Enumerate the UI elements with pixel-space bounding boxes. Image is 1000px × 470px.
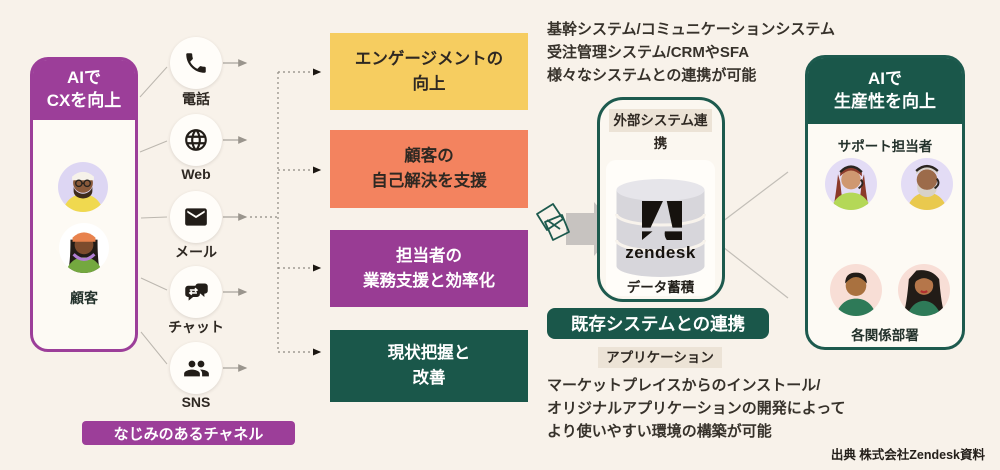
customer-panel-title-line1: AIで <box>67 68 101 88</box>
people-icon <box>183 360 209 376</box>
channels-caption-text: なじみのあるチャネル <box>113 425 264 443</box>
application-note: マーケットプレイスからのインストール/ オリジナルアプリケーションの開発によって… <box>547 374 846 443</box>
departments-label: 各関係部署 <box>851 328 919 343</box>
benefit-self-service-line2: 自己解決を支援 <box>371 172 487 190</box>
phone-icon <box>186 53 206 73</box>
application-note-line3: より使いやすい環境の構築が可能 <box>547 423 772 440</box>
zendesk-core-box: 外部システム連携 zendesk データ蓄積 <box>597 97 725 302</box>
chat-bubbles-icon <box>184 283 208 301</box>
external-link-label-text: 外部システム連携 <box>613 113 708 151</box>
support-agents-label: サポート担当者 <box>837 139 933 154</box>
channel-mail-label: メール <box>175 244 217 260</box>
channel-chat-label: チャット <box>168 319 224 335</box>
mail-icon <box>185 208 207 226</box>
customer-label: 顧客 <box>70 290 98 306</box>
channel-web <box>170 114 222 166</box>
department-avatar-man <box>830 264 882 316</box>
channel-web-label: Web <box>181 166 211 182</box>
agent-avatar-woman <box>825 158 877 210</box>
application-note-line1: マーケットプレイスからのインストール/ <box>547 377 821 394</box>
benefit-agent-efficiency-line1: 担当者の <box>396 246 462 265</box>
benefit-engagement-line1: エンゲージメントの <box>354 49 504 68</box>
benefit-improvement-line2: 改善 <box>412 369 446 387</box>
channel-phone-label: 電話 <box>182 91 210 107</box>
benefit-agent-efficiency-line2: 業務支援と効率化 <box>363 271 495 290</box>
department-avatar-woman <box>898 264 950 316</box>
external-systems-note-line3: 様々なシステムとの連携が可能 <box>547 67 757 84</box>
external-link-label: 外部システム連携 <box>609 109 712 151</box>
application-label-text: アプリケーション <box>606 350 714 365</box>
integration-title-box: 既存システムとの連携 <box>547 308 769 339</box>
customer-panel: AIで CXを向上 <box>30 57 138 352</box>
external-systems-note-line2: 受注管理システム/CRMやSFA <box>547 44 750 61</box>
globe-icon <box>185 129 207 151</box>
customer-panel-title-line2: CXを向上 <box>46 91 122 110</box>
channel-phone <box>170 37 222 89</box>
zendesk-wordmark: zendesk <box>625 243 696 262</box>
channels-caption: なじみのあるチャネル <box>82 421 295 445</box>
customer-panel-header: AIで CXを向上 <box>33 60 135 120</box>
channel-mail <box>170 191 222 243</box>
application-note-line2: オリジナルアプリケーションの開発によって <box>547 400 846 417</box>
benefit-self-service-line1: 顧客の <box>404 147 454 166</box>
benefit-agent-efficiency: 担当者の 業務支援と効率化 <box>330 230 528 307</box>
benefit-engagement-line2: 向上 <box>412 74 446 93</box>
benefit-self-service: 顧客の 自己解決を支援 <box>330 130 528 208</box>
benefit-engagement: エンゲージメントの 向上 <box>330 33 528 110</box>
productivity-panel-header: AIで 生産性を向上 <box>808 58 962 124</box>
productivity-title-line2: 生産性を向上 <box>834 92 936 111</box>
customer-avatar-man <box>58 162 108 212</box>
productivity-panel: AIで 生産性を向上 サポート担当者 <box>805 55 965 350</box>
data-accumulation-label: データ蓄積 <box>626 280 695 295</box>
external-systems-note-line1: 基幹システム/コミュニケーションシステム <box>547 21 835 38</box>
customer-avatar-woman <box>59 223 109 273</box>
integration-title-text: 既存システムとの連携 <box>570 314 746 334</box>
source-note: 出典 株式会社Zendesk資料 <box>830 448 985 462</box>
productivity-title-line1: AIで <box>868 69 902 89</box>
external-systems-note: 基幹システム/コミュニケーションシステム 受注管理システム/CRMやSFA 様々… <box>547 18 835 87</box>
channel-sns <box>170 342 222 394</box>
benefit-improvement-line1: 現状把握と <box>387 344 471 363</box>
channel-sns-label: SNS <box>181 394 211 410</box>
tickets-doodle-icon <box>536 203 570 241</box>
benefit-improvement: 現状把握と 改善 <box>330 330 528 402</box>
channel-chat <box>170 266 222 318</box>
zendesk-logo <box>642 200 682 240</box>
agent-avatar-man <box>901 158 953 210</box>
application-label: アプリケーション <box>598 347 722 368</box>
